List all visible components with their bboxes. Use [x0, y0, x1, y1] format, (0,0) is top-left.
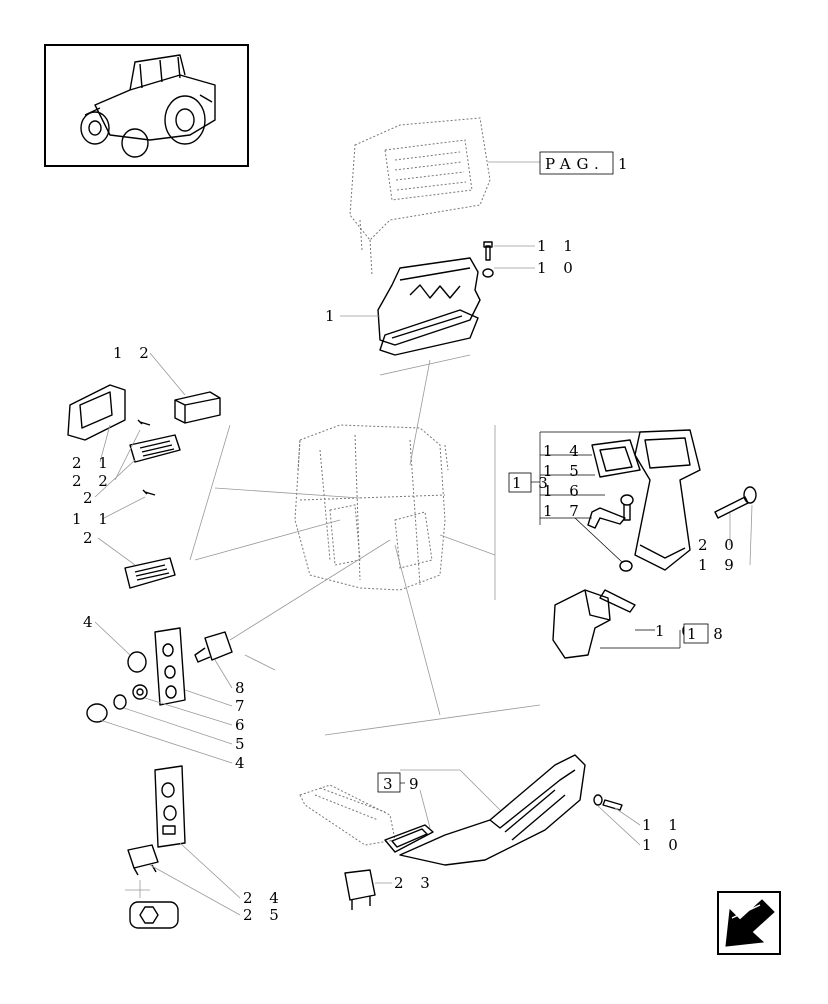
callout-10-top: 1 0 [537, 259, 579, 277]
part-duct-13[interactable] [634, 429, 701, 571]
next-page-arrow-icon [725, 899, 775, 947]
cab-roof-ghost [349, 117, 491, 276]
part-screw-bottom[interactable] [602, 799, 623, 811]
callout-16: 1 6 [543, 482, 585, 500]
callout-18: 1 8 [687, 625, 729, 643]
callout-6: 6 [235, 716, 251, 734]
cab-frame-ghost [294, 424, 449, 591]
callout-22: 2 2 [72, 472, 114, 490]
callout-17: 1 7 [543, 502, 585, 520]
part-bracket-16[interactable] [587, 507, 626, 529]
callout-15: 1 5 [543, 462, 585, 480]
part-duct-18[interactable] [552, 589, 636, 659]
part-bolt-20[interactable] [714, 496, 749, 519]
callout-12: 1 2 [113, 344, 155, 362]
part-plug-4-top[interactable] [127, 651, 147, 673]
callout-19: 1 9 [698, 556, 740, 574]
part-washer-bottom[interactable] [593, 794, 603, 806]
callout-2-bottom: 2 [83, 529, 99, 547]
part-screw-top[interactable] [483, 241, 493, 261]
callout-8: 8 [235, 679, 251, 697]
part-washer-19[interactable] [743, 486, 757, 504]
part-plug-4-bottom[interactable] [86, 703, 108, 723]
callout-7: 7 [235, 697, 251, 715]
callout-1: 1 [325, 307, 341, 325]
callout-16-lower: 1 6 [655, 622, 697, 640]
tractor-thumbnail[interactable] [44, 44, 249, 167]
part-ring-6[interactable] [132, 684, 148, 700]
page-ref-number: 1 [618, 155, 634, 173]
callout-9: 9 [409, 775, 425, 793]
callout-23: 2 3 [394, 874, 436, 892]
callout-5: 5 [235, 735, 251, 753]
callout-25: 2 5 [243, 906, 285, 924]
part-air-duct[interactable] [377, 257, 481, 356]
part-vent-2-bottom[interactable] [124, 557, 176, 589]
callout-11-left: 1 1 [72, 510, 114, 528]
page-reference[interactable]: PAG. 1 [488, 151, 634, 175]
part-plug-17[interactable] [619, 560, 633, 572]
part-panel-24[interactable] [154, 765, 186, 848]
callout-2-top: 2 [83, 489, 99, 507]
callout-14: 1 4 [543, 442, 585, 460]
callout-13-bracket [539, 431, 640, 563]
callout-11-bottom: 1 1 [642, 816, 684, 834]
part-screw-11-left[interactable] [142, 489, 156, 496]
part-washer-top[interactable] [482, 268, 494, 278]
callout-4-top: 4 [83, 613, 99, 631]
callout-4-bottom: 4 [235, 754, 251, 772]
page-ref-box-label: PAG. [545, 155, 605, 173]
part-switch-25[interactable] [127, 844, 159, 876]
part-relay-23[interactable] [344, 869, 376, 910]
part-vent-2-top[interactable] [129, 434, 181, 463]
part-switch-8[interactable] [194, 631, 233, 663]
next-page-button[interactable] [717, 891, 781, 955]
callout-13: 1 3 [512, 474, 554, 492]
duct-ghost-lower [299, 784, 396, 846]
part-duct-3[interactable] [399, 754, 586, 866]
location-lines [189, 354, 541, 736]
part-switch-panel[interactable] [154, 627, 186, 706]
part-bolt-15[interactable] [620, 494, 634, 521]
callout-10-bottom: 1 0 [642, 836, 684, 854]
part-grille-frame[interactable] [67, 384, 126, 441]
part-cover-12[interactable] [174, 391, 221, 424]
part-gasket-9[interactable] [384, 824, 434, 853]
callout-21: 2 1 [72, 454, 114, 472]
callout-20: 2 0 [698, 536, 740, 554]
callout-3: 3 [383, 775, 399, 793]
callout-11-top: 1 1 [537, 237, 579, 255]
switch-symbol-key [129, 901, 179, 929]
part-gasket-14[interactable] [591, 439, 641, 478]
part-nut-5[interactable] [113, 694, 127, 710]
callout-24: 2 4 [243, 889, 285, 907]
part-screw-22[interactable] [137, 419, 151, 426]
